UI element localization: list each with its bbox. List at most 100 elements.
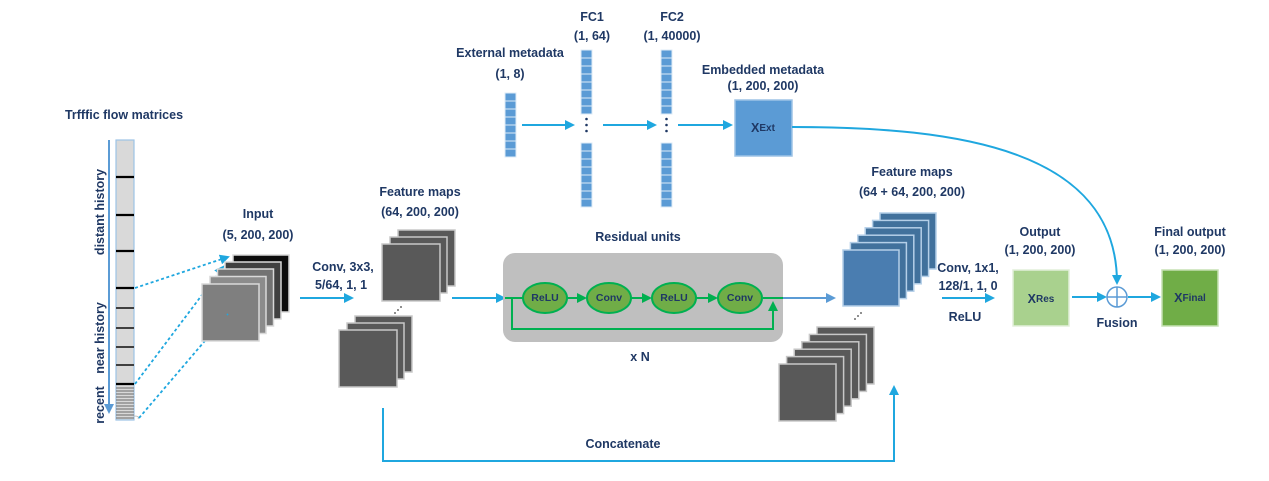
fc1-shape: (1, 64) [574, 29, 610, 43]
output-block: Output (1, 200, 200) XRes [1005, 225, 1075, 327]
xext-symbol: X [751, 121, 760, 135]
vector-cell [504, 124, 517, 134]
conv-in-line2: 5/64, 1, 1 [315, 278, 367, 292]
vector-cell [504, 92, 517, 102]
feature-maps-1-shape: (64, 200, 200) [381, 205, 459, 219]
final-output-block: Final output (1, 200, 200) XFinal [1154, 225, 1227, 327]
vector-cell [580, 142, 593, 152]
embedded-metadata-shape: (1, 200, 200) [728, 79, 799, 93]
feature-maps-1-lower-stack [338, 315, 413, 388]
residual-units: Residual units ReLU Conv ReLU Conv x N [452, 230, 836, 364]
vector-cell [504, 116, 517, 126]
final-output-shape: (1, 200, 200) [1155, 243, 1226, 257]
vector-cell [660, 158, 673, 168]
vector-cell [660, 73, 673, 83]
concatenate-arrow [382, 385, 899, 462]
vector-cell [580, 97, 593, 107]
fc2-vector [660, 49, 673, 208]
external-metadata-title: External metadata [456, 46, 565, 60]
vector-cell [580, 81, 593, 91]
input-stack [201, 254, 290, 342]
conv-in-line1: Conv, 3x3, [312, 260, 374, 274]
external-metadata-vector [504, 92, 517, 158]
vector-cell [580, 182, 593, 192]
conv-out-activation: ReLU [949, 310, 982, 324]
xfinal-box [1161, 269, 1219, 327]
dot [585, 117, 588, 121]
time-strip [115, 139, 135, 421]
vector-cell [580, 166, 593, 176]
vector-cell [660, 182, 673, 192]
vector-cell [660, 57, 673, 67]
external-metadata-shape: (1, 8) [495, 67, 524, 81]
dot [394, 312, 396, 314]
xres-subscript: Res [1036, 294, 1055, 305]
feature-maps-1: Feature maps (64, 200, 200) [338, 185, 461, 388]
xfinal-symbol: X [1174, 291, 1183, 305]
input-title: Input [243, 207, 274, 221]
vector-cell [504, 140, 517, 150]
feature-maps-2: Feature maps (64 + 64, 200, 200) [778, 165, 965, 422]
sampling-arrow-end [226, 313, 229, 316]
dot [585, 123, 588, 127]
dot [665, 123, 668, 127]
dot [665, 129, 668, 133]
vector-cell [660, 142, 673, 152]
residual-repeat-label: x N [630, 350, 649, 364]
vector-cell [580, 198, 593, 208]
final-output-title: Final output [1154, 225, 1226, 239]
traffic-flow-title: Trfffic flow matrices [65, 108, 183, 122]
feature-maps-2-shape: (64 + 64, 200, 200) [859, 185, 965, 199]
feature-maps-2-gray-stack [778, 326, 875, 422]
fc2-title: FC2 [660, 10, 684, 24]
vector-cell [660, 81, 673, 91]
vector-cell [660, 97, 673, 107]
vector-cell [504, 148, 517, 158]
feature-maps-1-upper-stack [381, 229, 456, 302]
conv-node [717, 282, 763, 314]
vector-cell [580, 150, 593, 160]
xres-symbol: X [1028, 292, 1037, 306]
vector-cell [504, 132, 517, 142]
vector-cell [660, 190, 673, 200]
feature-map [842, 249, 900, 307]
conv-node-label: Conv [596, 292, 622, 304]
traffic-flow-matrices: Trfffic flow matrices distant history ne… [65, 108, 183, 424]
input-block: Input (5, 200, 200) [201, 207, 294, 342]
feature-maps-1-title: Feature maps [379, 185, 460, 199]
ellipsis-dots [854, 312, 862, 320]
residual-title: Residual units [595, 230, 680, 244]
conv-out-line1: Conv, 1x1, [937, 261, 999, 275]
feature-map [778, 363, 837, 422]
strip-bracket [133, 415, 139, 420]
output-title: Output [1020, 225, 1062, 239]
vector-cell [660, 65, 673, 75]
dot [585, 129, 588, 133]
dot [860, 312, 862, 314]
fc1-title: FC1 [580, 10, 604, 24]
relu-node-label: ReLU [531, 292, 558, 304]
vector-cell [580, 158, 593, 168]
vector-cell [504, 108, 517, 118]
feature-maps-2-blue-stack [842, 212, 937, 307]
vector-cell [580, 49, 593, 59]
fc2-layer: FC2 (1, 40000) [644, 10, 701, 208]
fc1-vector [580, 49, 593, 208]
vector-cell [660, 166, 673, 176]
xfinal-label: XFinal [1174, 291, 1206, 305]
vector-cell [580, 57, 593, 67]
ellipsis-dots [394, 306, 402, 314]
vector-cell [580, 174, 593, 184]
embedded-metadata-title: Embedded metadata [702, 63, 825, 77]
vector-cell [660, 198, 673, 208]
dot [665, 117, 668, 121]
relu-node-label: ReLU [660, 292, 687, 304]
vector-cell [580, 105, 593, 115]
input-shape: (5, 200, 200) [223, 228, 294, 242]
fc2-shape: (1, 40000) [644, 29, 701, 43]
xext-box [734, 99, 793, 157]
xres-label: XRes [1028, 292, 1055, 306]
conv-out-line2: 128/1, 1, 0 [938, 279, 997, 293]
fusion-label: Fusion [1097, 316, 1138, 330]
